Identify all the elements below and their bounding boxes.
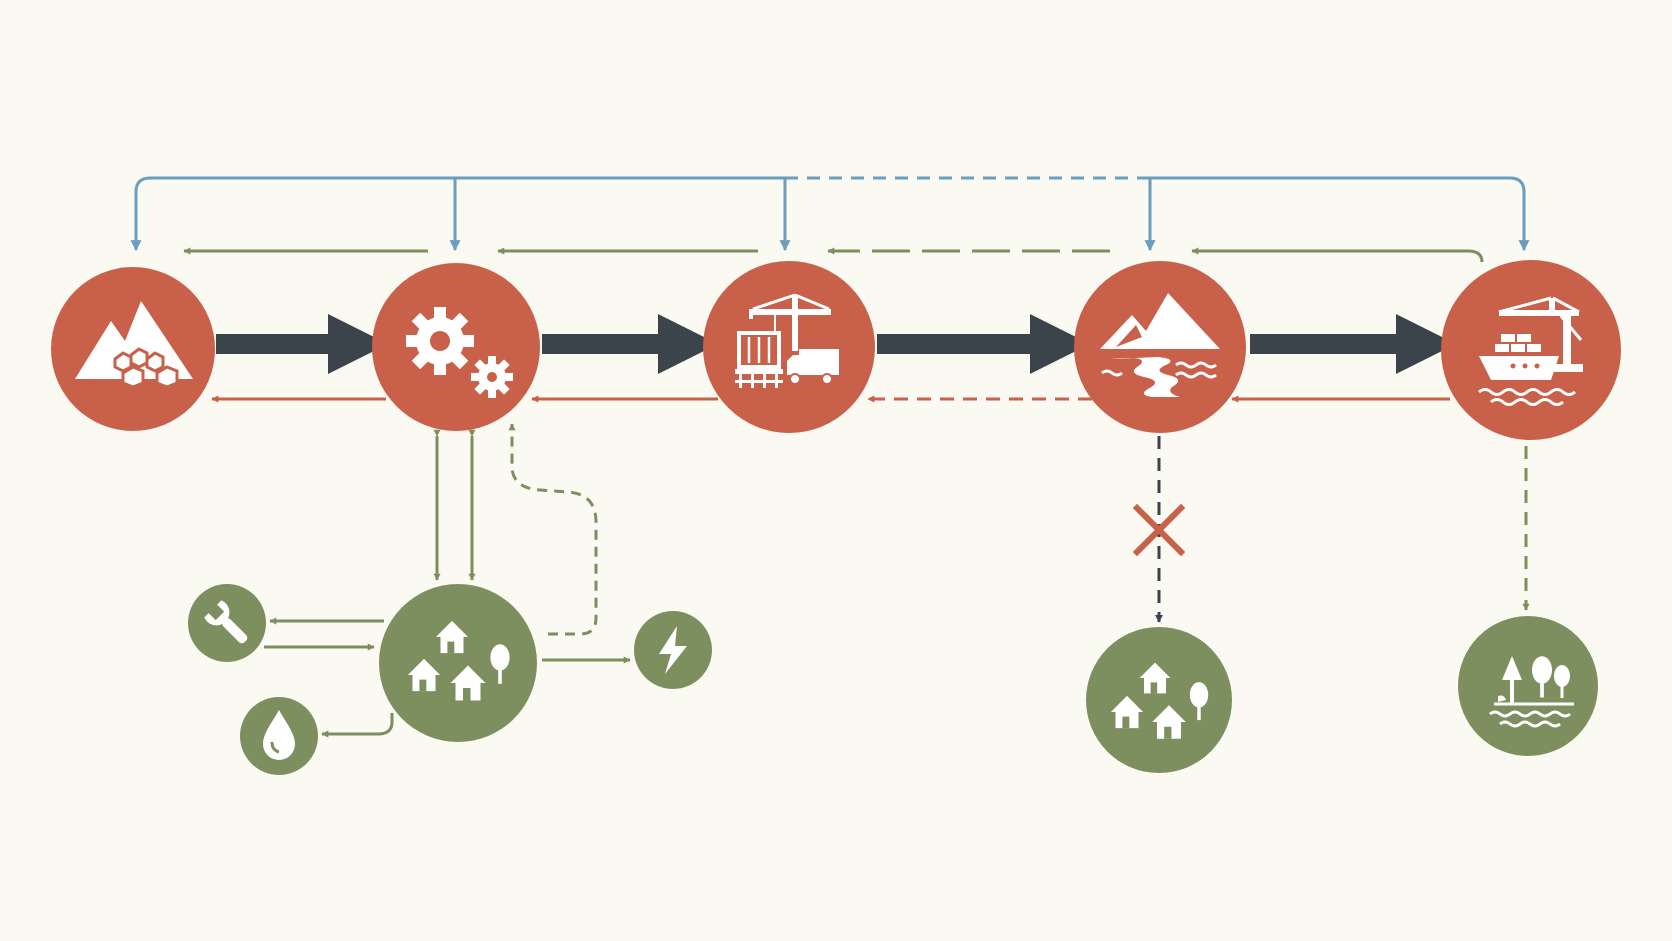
- node-processing[interactable]: [372, 263, 540, 431]
- node-service-power[interactable]: [634, 611, 712, 689]
- gears-icon: [406, 307, 513, 398]
- node-mine[interactable]: [51, 267, 215, 431]
- control-bus-solid: [130, 176, 785, 252]
- mountain-river-icon: [1100, 293, 1220, 397]
- node-port[interactable]: [1441, 260, 1621, 440]
- forest-water-icon: [1489, 656, 1574, 728]
- node-community-coastal[interactable]: [1458, 616, 1598, 756]
- green-return-port-waterway: [1191, 247, 1484, 263]
- control-bus-solid-right: [1150, 176, 1530, 252]
- blocked-link: [1132, 436, 1186, 623]
- node-service-repair[interactable]: [188, 584, 266, 662]
- wrench-icon: [204, 600, 248, 644]
- mountain-ore-icon: [75, 301, 193, 389]
- node-service-water[interactable]: [240, 697, 318, 775]
- water-drop-icon: [263, 710, 295, 760]
- node-logistics[interactable]: [703, 261, 875, 433]
- crane-rail-truck-icon: [735, 293, 839, 388]
- community-processing-dashed: [508, 423, 598, 636]
- node-community-main[interactable]: [379, 584, 537, 742]
- control-links: [130, 176, 1530, 252]
- node-waterway[interactable]: [1074, 261, 1246, 433]
- blocked-x-icon: [1132, 503, 1186, 557]
- node-community-downstream[interactable]: [1086, 627, 1232, 773]
- return-flows-green: [183, 247, 1484, 263]
- community-links: [264, 423, 1530, 738]
- community-to-water: [321, 713, 394, 738]
- lightning-icon: [659, 626, 687, 674]
- cargo-ship-crane-icon: [1478, 296, 1583, 406]
